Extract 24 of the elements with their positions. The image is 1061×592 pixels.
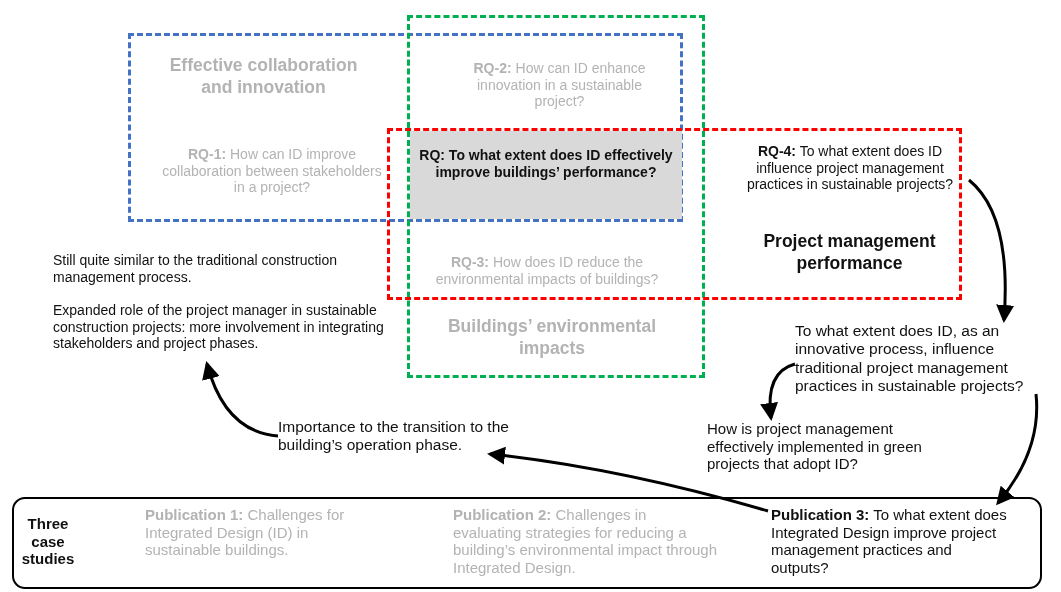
question-box — [410, 131, 682, 219]
curved-arrow — [967, 178, 1014, 323]
region-heading: Effective collaboration and innovation — [168, 55, 359, 99]
question-text: RQ-1: How can ID improve collaboration between stakeholders in a project? — [161, 146, 383, 196]
publication-text: Publication 3: To what extent does Integrated Design improve project management practices and outputs? — [771, 506, 1011, 577]
question-text: RQ-4: To what extent does ID influence project management practices in sustainable projects? — [730, 143, 970, 193]
note-text: Still quite similar to the traditional construction management process. — [53, 252, 339, 286]
box-heading: Three case studies — [20, 515, 76, 569]
note-text: Expanded role of the project manager in sustainable construction projects: more involvement in integrating stakeholders and project phases. — [53, 302, 385, 352]
region-heading: Buildings’ environmental impacts — [446, 316, 658, 360]
curved-arrow — [487, 446, 769, 513]
question-text: RQ: To what extent does ID effectively improve buildings’ performance? — [418, 147, 674, 181]
curved-arrow — [760, 362, 796, 421]
publication-text: Publication 2: Challenges in evaluating strategies for reducing a building’s environmental impact through Integrated Design. — [453, 506, 718, 577]
case-studies-box — [12, 497, 1042, 589]
curved-arrow — [996, 393, 1039, 506]
question-text: RQ-2: How can ID enhance innovation in a sustainable project? — [472, 60, 647, 110]
publication-text: Publication 1: Challenges for Integrated Design (ID) in sustainable buildings. — [145, 506, 345, 560]
note-text: Importance to the transition to the building’s operation phase. — [278, 418, 543, 455]
curved-arrow — [202, 361, 279, 438]
question-text: To what extent does ID, as an innovative process, influence traditional project management practices in sustainable projects? — [795, 322, 1057, 396]
region-heading: Project management performance — [762, 231, 937, 275]
question-text: RQ-3: How does ID reduce the environmental impacts of buildings? — [434, 254, 660, 288]
question-text: How is project management effectively implemented in green projects that adopt ID? — [707, 420, 939, 474]
